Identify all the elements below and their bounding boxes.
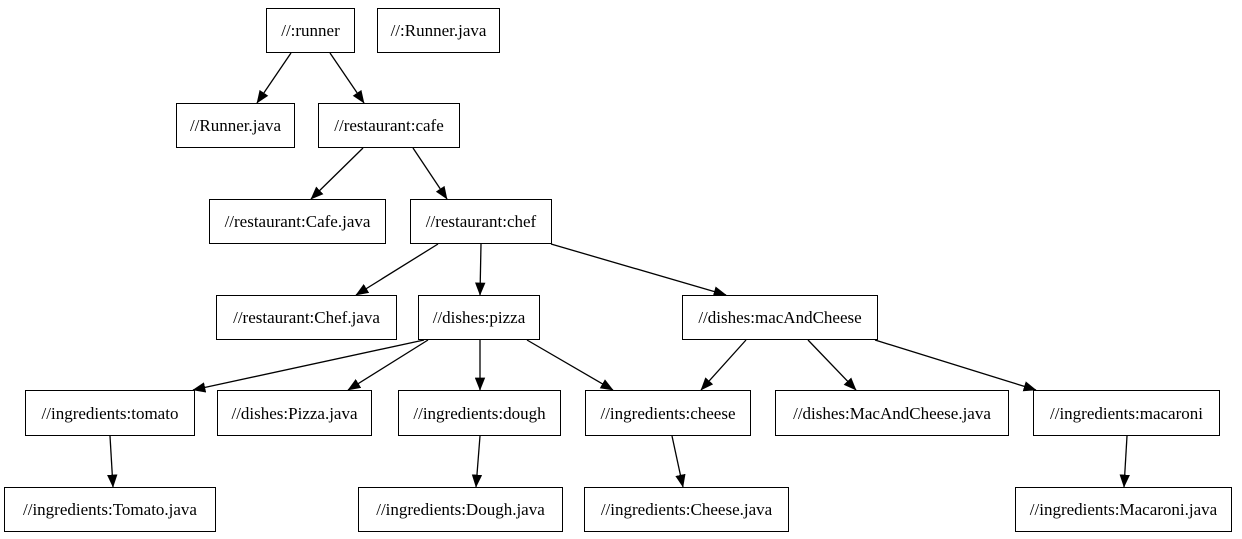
- graph-node-label: //:Runner.java: [390, 21, 487, 40]
- graph-edge-tomato-to-tomato_java: [107, 435, 118, 488]
- graph-edge-pizza-to-pizza_java: [347, 339, 429, 391]
- graph-node-label: //dishes:pizza: [432, 308, 526, 327]
- graph-node-label: //dishes:Pizza.java: [231, 403, 358, 423]
- graph-edge-runner-to-cafe: [329, 52, 365, 104]
- graph-edge-mac_and_cheese-to-macaroni: [874, 339, 1037, 392]
- graph-node-mac_and_cheese: //dishes:macAndCheese: [682, 295, 878, 340]
- graph-node-label: //restaurant:Chef.java: [233, 308, 380, 327]
- graph-node-macaroni: //ingredients:macaroni: [1033, 390, 1220, 436]
- graph-node-label: //Runner.java: [189, 116, 282, 135]
- graph-edge-cheese-to-cheese_java: [671, 435, 686, 488]
- graph-node-chef_java: //restaurant:Chef.java: [216, 295, 397, 340]
- graph-edge-macaroni-to-macaroni_java: [1119, 435, 1130, 488]
- graph-node-label: //ingredients:Macaroni.java: [1029, 500, 1218, 519]
- graph-edge-chef-to-chef_java: [355, 243, 439, 296]
- edge-group: [107, 52, 1130, 488]
- graph-node-runner_java_root: //:Runner.java: [377, 8, 500, 53]
- graph-node-tomato_java: //ingredients:Tomato.java: [4, 487, 216, 532]
- graph-node-label: //ingredients:tomato: [41, 403, 179, 423]
- graph-node-runner_java: //Runner.java: [176, 103, 295, 148]
- graph-node-label: //ingredients:Cheese.java: [600, 500, 773, 519]
- graph-node-cheese: //ingredients:cheese: [585, 390, 751, 436]
- graph-node-label: //dishes:MacAndCheese.java: [793, 403, 991, 423]
- graph-node-label: //ingredients:cheese: [600, 403, 736, 423]
- graph-node-dough_java: //ingredients:Dough.java: [358, 487, 563, 532]
- graph-node-label: //ingredients:macaroni: [1050, 403, 1203, 423]
- graph-node-cafe: //restaurant:cafe: [318, 103, 460, 148]
- graph-node-tomato: //ingredients:tomato: [25, 390, 195, 436]
- graph-node-label: //ingredients:dough: [413, 403, 546, 423]
- graph-edge-chef-to-mac_and_cheese: [550, 243, 727, 297]
- graph-node-runner: //:runner: [266, 8, 355, 53]
- graph-node-label: //dishes:macAndCheese: [698, 308, 862, 327]
- graph-edge-pizza-to-cheese: [526, 339, 614, 391]
- graph-node-chef: //restaurant:chef: [410, 199, 552, 244]
- graph-node-dough: //ingredients:dough: [398, 390, 561, 436]
- graph-edge-mac_and_cheese-to-cheese: [700, 339, 747, 391]
- graph-node-label: //restaurant:Cafe.java: [224, 212, 371, 231]
- graph-edge-chef-to-pizza: [475, 243, 486, 296]
- graph-node-cafe_java: //restaurant:Cafe.java: [209, 199, 386, 244]
- graph-node-mac_and_cheese_java: //dishes:MacAndCheese.java: [775, 390, 1009, 436]
- graph-node-label: //ingredients:Tomato.java: [23, 500, 197, 519]
- graph-edge-cafe-to-cafe_java: [310, 147, 364, 200]
- graph-node-label: //restaurant:chef: [425, 212, 537, 231]
- graph-node-cheese_java: //ingredients:Cheese.java: [584, 487, 789, 532]
- graph-node-label: //ingredients:Dough.java: [376, 500, 545, 519]
- graph-edge-pizza-to-tomato: [192, 339, 425, 393]
- graph-node-label: //restaurant:cafe: [334, 116, 444, 135]
- graph-node-label: //:runner: [281, 21, 340, 40]
- graph-node-pizza_java: //dishes:Pizza.java: [217, 390, 372, 436]
- graph-edge-dough-to-dough_java: [471, 435, 483, 488]
- graph-edge-runner-to-runner_java: [256, 52, 292, 104]
- graph-edge-cafe-to-chef: [412, 147, 448, 200]
- graph-node-pizza: //dishes:pizza: [418, 295, 540, 340]
- graph-edge-mac_and_cheese-to-mac_and_cheese_java: [807, 339, 857, 391]
- graph-node-macaroni_java: //ingredients:Macaroni.java: [1015, 487, 1232, 532]
